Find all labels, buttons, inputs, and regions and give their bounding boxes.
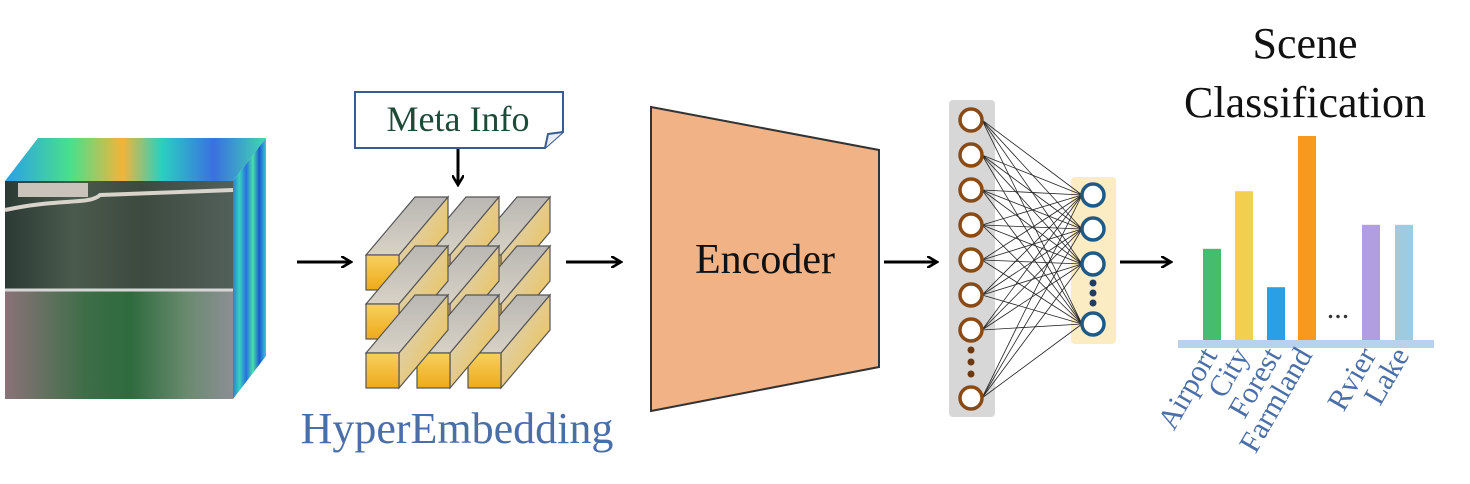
embedding-label: HyperEmbedding [301, 404, 614, 453]
input-ellipsis-dot [967, 346, 975, 354]
input-neuron [958, 177, 984, 203]
bar-farmland [1298, 136, 1316, 340]
connection-line [981, 263, 1083, 399]
input-ellipsis-dot [967, 358, 975, 366]
connection-line [981, 323, 1083, 331]
input-neuron [958, 142, 984, 168]
input-neuron [958, 107, 984, 133]
connection-line [981, 323, 1083, 399]
fully-connected-layer [958, 107, 1106, 411]
bar-forest [1267, 287, 1285, 340]
connection-line [981, 194, 1083, 331]
connection-line [981, 154, 1083, 230]
chart-axis [1178, 340, 1434, 348]
connection-line [981, 194, 1083, 226]
input-neuron [958, 247, 984, 273]
connection-line [981, 294, 1083, 325]
bar-city [1235, 191, 1253, 340]
bar-lake [1395, 224, 1413, 340]
bar-airport [1203, 248, 1221, 340]
meta-info-note: Meta Info [354, 91, 564, 149]
input-ellipsis-dot [967, 370, 975, 378]
connection-line [981, 189, 1083, 230]
classification-title-line2: Classification [1184, 78, 1426, 127]
meta-info-fold [544, 131, 564, 149]
cube-front-upper [5, 181, 233, 289]
connection-line [981, 194, 1083, 261]
cube-front-lower [5, 289, 233, 399]
output-neuron [1080, 182, 1106, 208]
connection-line [981, 189, 1083, 325]
output-neuron [1080, 251, 1106, 277]
connection-line [981, 119, 1083, 196]
embedding-block-front [365, 352, 400, 389]
input-neuron [958, 385, 984, 411]
connection-line [981, 259, 1083, 325]
connection-line [981, 154, 1083, 196]
hyperembedding-blocks [364, 195, 552, 390]
meta-info-label: Meta Info [387, 99, 530, 139]
output-neuron [1080, 311, 1106, 337]
input-neuron [958, 282, 984, 308]
encoder-label: Encoder [695, 237, 835, 283]
output-neuron [1080, 216, 1106, 242]
cube-side-face [233, 138, 266, 399]
connection-line [981, 228, 1083, 399]
connection-line [981, 154, 1083, 325]
connection-line [981, 119, 1083, 230]
embedding-block [364, 293, 450, 390]
chart-ellipsis: ... [1327, 292, 1350, 325]
output-ellipsis-dot [1089, 279, 1097, 287]
connection-line [981, 194, 1083, 296]
connection-line [981, 228, 1083, 331]
input-neuron [958, 317, 984, 343]
input-neuron [958, 212, 984, 238]
output-ellipsis-dot [1089, 299, 1097, 307]
bar-rvier [1362, 224, 1380, 340]
cube-front-road [4, 188, 234, 212]
cube-front-village [18, 183, 88, 197]
hyperspectral-cube [4, 138, 266, 399]
connection-line [981, 119, 1083, 325]
encoder-block [650, 105, 880, 413]
connection-line [981, 194, 1083, 399]
connections [981, 119, 1083, 399]
cube-top-face [5, 138, 266, 181]
connection-line [981, 189, 1083, 196]
output-ellipsis-dot [1089, 289, 1097, 297]
classification-title-line1: Scene [1252, 19, 1357, 68]
connection-line [981, 224, 1083, 325]
